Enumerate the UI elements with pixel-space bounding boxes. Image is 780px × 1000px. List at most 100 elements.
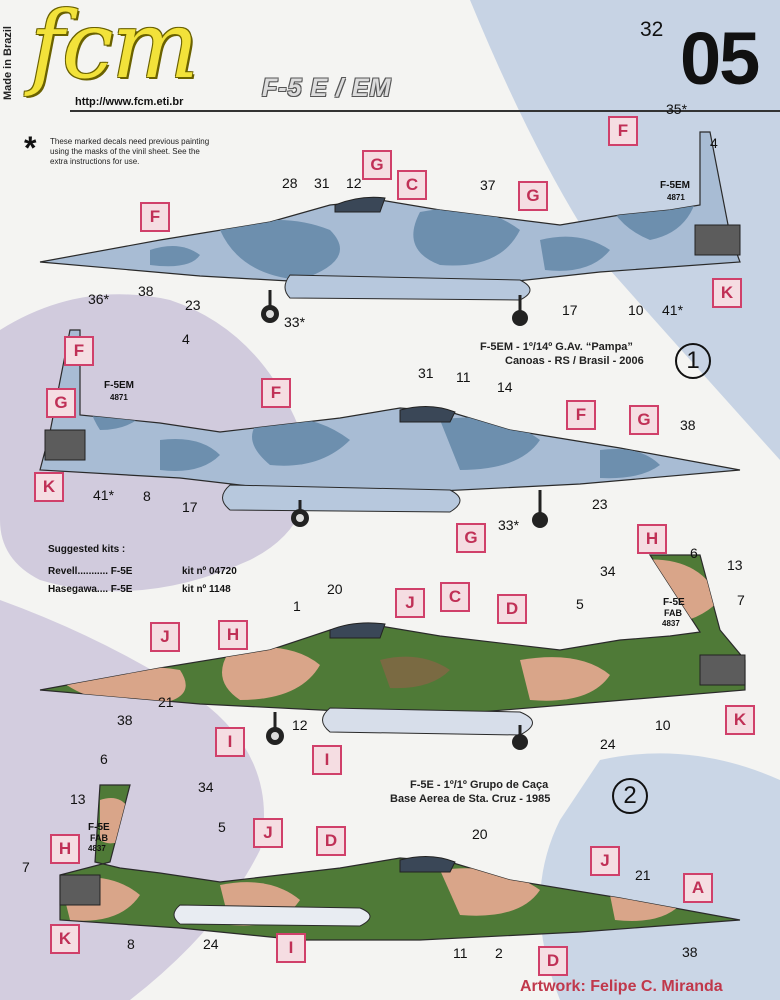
- decal-number-a1-1: 4: [710, 135, 718, 151]
- kit-number-hasegawa: kit nº 1148: [182, 584, 231, 595]
- aircraft-3: [39, 554, 746, 750]
- decal-number-a4-11: 38: [682, 944, 698, 960]
- scheme-2-subtitle: Base Aerea de Sta. Cruz - 1985: [390, 793, 551, 805]
- tail-code-1: F-5EM: [660, 180, 690, 191]
- decal-number-a1-11: 41*: [662, 302, 684, 318]
- asterisk-icon: *: [24, 130, 37, 166]
- decal-number-a1-0: 35*: [666, 101, 688, 117]
- decal-letter-a1-1: G: [362, 150, 392, 180]
- artwork-credit: Artwork: Felipe C. Miranda: [520, 978, 723, 995]
- decal-letter-a3-5: D: [497, 594, 527, 624]
- decal-number-a3-2: 7: [737, 592, 745, 608]
- decal-number-a3-1: 13: [727, 557, 743, 573]
- decal-number-a4-10: 2: [495, 945, 503, 961]
- decal-letter-a3-0: H: [637, 524, 667, 554]
- tail-serial-4: 4837: [88, 844, 106, 853]
- decal-number-a4-1: 34: [198, 779, 214, 795]
- decal-letter-a2-0: F: [64, 336, 94, 366]
- decal-number-a2-7: 14: [497, 379, 513, 395]
- website-link[interactable]: http://www.fcm.eti.br: [75, 96, 184, 108]
- decal-letter-a4-1: J: [253, 818, 283, 848]
- decal-number-a2-3: 8: [143, 488, 151, 504]
- decal-letter-a2-6: G: [456, 523, 486, 553]
- sheet-number: 05: [680, 17, 760, 100]
- decal-number-a2-1: 4: [182, 331, 190, 347]
- decal-letter-a3-8: K: [725, 705, 755, 735]
- decal-number-a4-8: 24: [203, 936, 219, 952]
- decal-letter-a2-3: F: [261, 378, 291, 408]
- decal-number-a1-6: 38: [138, 283, 154, 299]
- scheme-1-subtitle: Canoas - RS / Brasil - 2006: [505, 355, 644, 367]
- decal-letter-a1-5: K: [712, 278, 742, 308]
- decal-number-a1-5: 37: [480, 177, 496, 193]
- model-title: F-5 E / EM: [262, 74, 392, 102]
- scale-number: 32: [640, 18, 664, 41]
- decal-number-a4-9: 11: [453, 945, 468, 961]
- decal-number-a2-8: 38: [680, 417, 696, 433]
- kit-brand-revell: Revell........... F-5E: [48, 566, 133, 577]
- decal-number-a1-3: 31: [314, 175, 330, 191]
- decal-letter-a2-2: K: [34, 472, 64, 502]
- header-rule: [70, 110, 780, 112]
- decal-number-a1-2: 28: [282, 175, 298, 191]
- decal-number-a3-7: 38: [117, 712, 133, 728]
- decal-number-a3-0: 6: [690, 545, 698, 561]
- decal-letter-a1-2: C: [397, 170, 427, 200]
- made-in-label: Made in Brazil: [2, 26, 14, 100]
- tail-fab-3: FAB: [664, 608, 682, 618]
- decal-number-a3-4: 5: [576, 596, 584, 612]
- decal-number-a2-9: 23: [592, 496, 608, 512]
- decal-letter-a3-6: I: [215, 727, 245, 757]
- decal-number-a3-6: 20: [327, 581, 343, 597]
- tail-code-2: F-5EM: [104, 380, 134, 391]
- decal-letter-a3-7: I: [312, 745, 342, 775]
- decal-number-a2-5: 31: [418, 365, 434, 381]
- decal-number-a4-2: 13: [70, 791, 86, 807]
- decal-number-a4-0: 6: [100, 751, 108, 767]
- kit-brand-hasegawa: Hasegawa.... F-5E: [48, 584, 133, 595]
- decal-letter-a1-3: G: [518, 181, 548, 211]
- tail-fab-4: FAB: [90, 833, 108, 843]
- decal-letter-a3-2: H: [218, 620, 248, 650]
- decal-number-a3-3: 34: [600, 563, 616, 579]
- scheme-1-number: 1: [686, 347, 700, 374]
- tail-serial-1: 4871: [667, 193, 685, 202]
- decal-number-a1-9: 17: [562, 302, 578, 318]
- decal-letter-a2-5: G: [629, 405, 659, 435]
- decal-number-a2-6: 11: [456, 369, 471, 385]
- decal-number-a1-4: 12: [346, 175, 362, 191]
- kit-number-revell: kit nº 04720: [182, 566, 237, 577]
- decal-number-a2-4: 17: [182, 499, 198, 515]
- tail-code-3: F-5E: [663, 597, 685, 608]
- decal-number-a3-9: 12: [292, 717, 308, 733]
- scheme-1-badge: 1: [675, 343, 711, 379]
- brand-logo: fcm: [30, 0, 199, 99]
- decal-letter-a4-0: H: [50, 834, 80, 864]
- decal-letter-a4-6: I: [276, 933, 306, 963]
- scheme-1-title: F-5EM - 1º/14º G.Av. “Pampa”: [480, 341, 633, 353]
- decal-number-a2-0: 36*: [88, 291, 110, 307]
- tail-code-4: F-5E: [88, 822, 110, 833]
- decal-number-a2-2: 41*: [93, 487, 115, 503]
- decal-number-a4-4: 7: [22, 859, 30, 875]
- decal-number-a1-8: 33*: [284, 314, 306, 330]
- scheme-2-badge: 2: [612, 778, 648, 814]
- decal-letter-a4-4: A: [683, 873, 713, 903]
- decal-letter-a4-7: D: [538, 946, 568, 976]
- decal-letter-a3-4: C: [440, 582, 470, 612]
- decal-letter-a4-5: K: [50, 924, 80, 954]
- decal-number-a3-11: 10: [655, 717, 671, 733]
- decal-number-a1-7: 23: [185, 297, 201, 313]
- decal-number-a4-7: 8: [127, 936, 135, 952]
- scheme-2-number: 2: [623, 782, 637, 809]
- decal-number-a1-10: 10: [628, 302, 644, 318]
- decal-letter-a1-0: F: [608, 116, 638, 146]
- kits-heading: Suggested kits :: [48, 544, 126, 555]
- decal-letter-a2-1: G: [46, 388, 76, 418]
- decal-letter-a1-4: F: [140, 202, 170, 232]
- tail-serial-2: 4871: [110, 393, 128, 402]
- decal-letter-a4-2: D: [316, 826, 346, 856]
- decal-letter-a2-4: F: [566, 400, 596, 430]
- decal-number-a4-6: 21: [635, 867, 651, 883]
